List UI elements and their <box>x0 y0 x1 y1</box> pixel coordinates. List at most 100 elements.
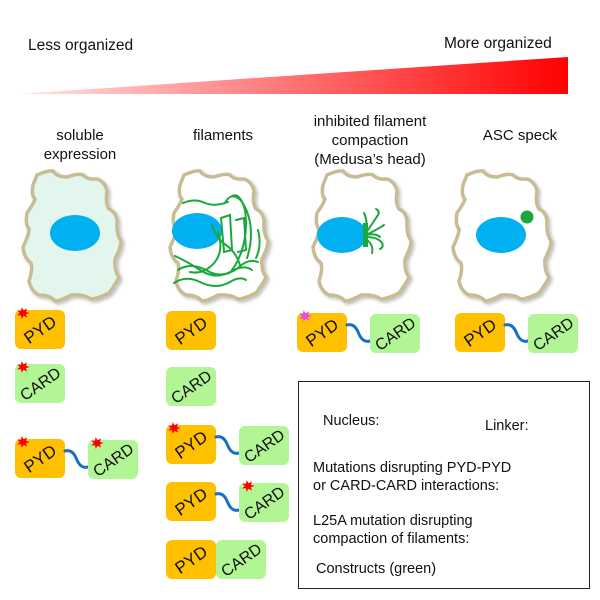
mutation-magenta-icon <box>299 310 312 322</box>
pyd-box <box>15 439 65 478</box>
column-title-soluble: soluble expression <box>20 126 140 164</box>
filament-strand <box>235 216 248 253</box>
filament-strand <box>255 229 261 259</box>
construct-pyd-linker-card: PYD CARD <box>166 422 289 467</box>
mutation-red-icon <box>242 480 255 492</box>
title-line: compaction <box>331 132 409 149</box>
pyd-domain: PYD <box>166 540 216 579</box>
pyd-box <box>166 425 216 464</box>
pyd-domain: PYD <box>166 311 216 350</box>
mutation-burst <box>17 307 30 319</box>
mutation-burst <box>299 310 312 322</box>
card-box <box>15 364 65 403</box>
mutation-burst <box>17 436 30 448</box>
filament-strand <box>211 224 241 266</box>
title-line: expression <box>43 146 117 163</box>
column-title-speck: ASC speck <box>460 126 580 145</box>
mutation-red-icon <box>17 436 30 448</box>
legend-linker-label: Linker: <box>485 418 529 434</box>
construct-card: CARD <box>166 367 216 408</box>
legend-constructs-label: Constructs (green) <box>316 561 437 577</box>
pyd-box <box>15 310 65 349</box>
mutation-burst <box>17 361 30 373</box>
card-domain: CARD <box>166 367 216 408</box>
cell-soluble <box>21 169 123 303</box>
title-line: ASC speck <box>482 127 558 144</box>
cells-group <box>21 169 553 303</box>
legend-box: Nucleus: Linker: Mutations disrupting PY… <box>298 381 590 589</box>
more-organized-label: More organized <box>444 35 552 52</box>
pyd-box <box>455 313 505 352</box>
column-title-filaments: filaments <box>163 126 283 145</box>
pyd-domain: PYD <box>166 482 216 521</box>
legend-line: Mutations disrupting PYD-PYD <box>313 460 512 476</box>
card-domain: CARD <box>239 426 289 467</box>
pyd-box <box>297 313 347 352</box>
construct-card: CARD <box>15 361 65 405</box>
tendril <box>365 208 380 234</box>
pyd-box <box>166 482 216 521</box>
nucleus <box>50 215 100 251</box>
cell-speck <box>451 169 553 303</box>
pyd-box <box>166 311 216 350</box>
linker <box>214 492 241 512</box>
filament-strand <box>182 199 229 206</box>
construct-pyd: PYD <box>166 311 216 350</box>
mutation-burst <box>168 422 181 434</box>
pyd-domain: PYD <box>455 313 505 352</box>
pyd-domain: PYD <box>15 310 65 349</box>
card-domain: CARD <box>216 540 266 581</box>
pyd-domain: PYD <box>166 425 216 464</box>
filament-strand <box>177 259 259 276</box>
title-line: inhibited filament <box>313 113 427 130</box>
cell-medusa-head <box>311 169 413 303</box>
mutation-burst <box>242 480 255 492</box>
card-box <box>528 314 578 353</box>
filament-strand <box>174 255 253 277</box>
title-line: (Medusa’s head) <box>314 151 426 168</box>
card-box <box>370 314 420 353</box>
pyd-domain: PYD <box>297 313 347 352</box>
mutation-red-icon <box>168 422 181 434</box>
legend-line: L25A mutation disrupting <box>313 513 473 529</box>
nucleus <box>172 213 222 249</box>
legend-nucleus-label: Nucleus: <box>323 413 380 429</box>
filament-strand <box>173 277 247 287</box>
card-domain: CARD <box>15 364 65 405</box>
linker <box>214 435 241 455</box>
card-box <box>216 540 266 579</box>
mutation-red-icon <box>17 307 30 319</box>
mutation-red-icon <box>17 361 30 373</box>
asc-speck <box>520 210 534 224</box>
title-line: filaments <box>192 127 254 144</box>
filament-network <box>173 194 261 287</box>
legend-line: compaction of filaments: <box>313 531 470 547</box>
card-domain: CARD <box>239 483 289 524</box>
card-box <box>239 426 289 465</box>
card-box <box>166 367 216 406</box>
legend-line: or CARD-CARD interactions: <box>313 478 500 494</box>
card-box <box>88 440 138 479</box>
linker <box>63 449 90 469</box>
construct-pyd: PYD <box>15 307 65 349</box>
card-box <box>239 483 289 522</box>
mutation-burst <box>91 437 104 449</box>
organization-gradient-wedge <box>18 57 568 94</box>
pyd-domain: PYD <box>15 439 65 478</box>
linker <box>503 323 530 343</box>
mutation-red-icon <box>91 437 104 449</box>
filament-strand <box>189 231 222 274</box>
tendril <box>365 236 384 250</box>
column-title-medusa: inhibited filament compaction (Medusa’s … <box>300 112 440 169</box>
construct-pyd-linker-card: PYD CARD <box>455 313 578 355</box>
legend-mutation-text: Mutations disrupting PYD-PYD or CARD-CAR… <box>313 459 511 495</box>
card-domain: CARD <box>528 314 578 355</box>
nucleus <box>476 217 526 253</box>
tendril-base <box>363 223 368 247</box>
less-organized-label: Less organized <box>28 37 134 54</box>
